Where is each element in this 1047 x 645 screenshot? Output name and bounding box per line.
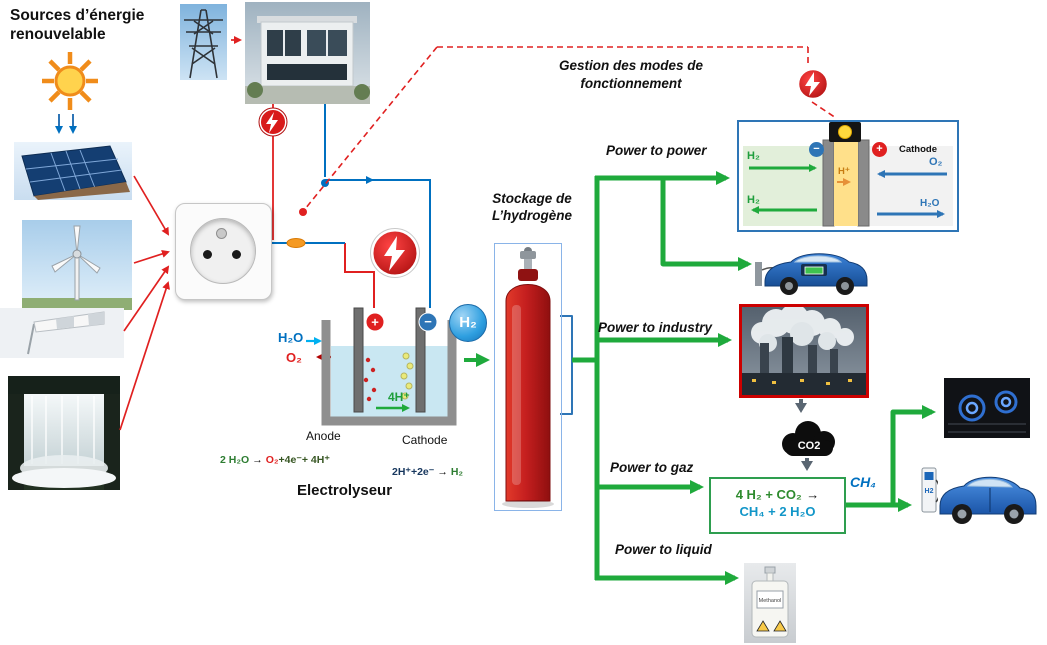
wind-turbine-image [22,220,132,310]
methanation-arrow: → [806,487,820,502]
factory-image [739,304,869,398]
water-in-label: H₂O [278,330,304,345]
proton-label: 4H⁺ [388,390,410,404]
flow-power-to-power-label: Power to power [606,143,707,158]
smart-home-image [245,2,370,104]
power-outlet-image [175,203,272,300]
sun-icon [42,52,98,110]
anode-reaction: 2 H₂O→O₂+4e⁻+ 4H⁺ [220,450,333,468]
wind-sock-image [0,308,124,358]
fuel-cell-h2-in-label: H₂ [747,150,760,162]
svg-text:Methanol: Methanol [759,598,782,604]
cathode-terminal [418,312,438,332]
methanation-reactants-line: 4 H₂ + CO₂ → [711,486,844,504]
solar-panels-image [14,142,132,200]
sources-title: Sources d’énergie renouvelable [10,7,145,43]
fuel-cell-plus-terminal: + [872,142,887,157]
oxygen-bubbles [363,357,377,402]
anode-reaction-o2: O₂ [265,454,279,466]
electric-wires [270,104,431,308]
management-lightning-icon [796,67,830,101]
h2-pump-icon: H2 [921,467,938,513]
cathode-reaction-arrow: → [437,466,448,478]
anode-reaction-arrow: → [252,454,263,466]
methanation-reactants: 4 H₂ + CO₂ [735,487,802,502]
cathode-reaction: 2H⁺+2e⁻→H₂ [392,462,466,480]
anode-reaction-rest: +4e⁻+ 4H⁺ [278,454,330,466]
gas-stove-image [944,378,1030,438]
co2-arrows [795,399,813,471]
cathode-reaction-lhs: 2H⁺+2e⁻ [392,466,435,478]
ch4-label: CH₄ [850,474,876,490]
electrolyzer-title: Electrolyseur [297,482,393,499]
flow-power-to-gaz-label: Power to gaz [610,460,694,475]
anode-reaction-lhs: 2 H₂O [220,454,250,466]
storage-label: Stockage de L’hydrogène [491,191,572,223]
fuel-cell-car-image [755,253,868,295]
waterfall-image [8,376,120,490]
converter-lightning-icon [370,228,420,278]
hydrogen-flow-lines [464,171,936,585]
fuel-cell-minus-terminal: − [809,142,824,157]
hazard-icon [773,620,787,632]
hydrogen-bubbles [400,352,414,400]
battery-icon [804,266,824,275]
flow-power-to-liquid-label: Power to liquid [615,542,712,557]
anode-terminal [365,312,385,332]
fuel-cell-h2-out-label: H₂ [747,194,760,206]
ground-pin [216,228,227,239]
methanation-products: CH₄ + 2 H₂O [739,504,816,519]
management-dashed-lines [304,46,837,210]
methanol-bottle-image: Methanol [744,563,796,643]
renewable-input-arrows [119,36,242,431]
anode-label: Anode [306,429,341,443]
flow-power-to-industry-label: Power to industry [598,320,713,335]
lightning-icon [258,107,288,137]
svg-text:CO2: CO2 [798,440,821,452]
dashed-junction-dot [299,208,307,216]
svg-text:+: + [371,315,379,330]
fuel-cell-cathode-label: Cathode [899,144,937,155]
fuel-cell-proton-label: H⁺ [838,166,850,177]
hydrogen-badge: H₂ [449,304,487,342]
sun-to-panel-arrows [55,114,77,134]
management-label: Gestion des modes de fonctionnement [558,58,704,91]
cathode-reaction-h2: H₂ [450,466,464,478]
power-line-tower-image [180,4,227,80]
fuel-cell-o2-label: O₂ [929,156,943,168]
hazard-icon [756,620,770,632]
svg-text:−: − [424,314,432,329]
fuel-cell-h2o-label: H₂O [920,198,940,209]
hydrogen-cylinder-image [494,243,562,511]
cathode-label: Cathode [402,433,448,447]
fuel-cell-diagram: − + Cathode H₂ H₂ O₂ H₂O H⁺ [737,120,959,232]
oxygen-out-label: O₂ [286,350,302,365]
methanation-reactor: 4 H₂ + CO₂ → CH₄ + 2 H₂O [709,477,846,534]
svg-text:H2: H2 [925,488,934,495]
co2-cloud-icon: CO2 [782,421,835,456]
electrolyzer-cell-image: + − [318,298,460,430]
hydrogen-car-image [939,476,1037,524]
